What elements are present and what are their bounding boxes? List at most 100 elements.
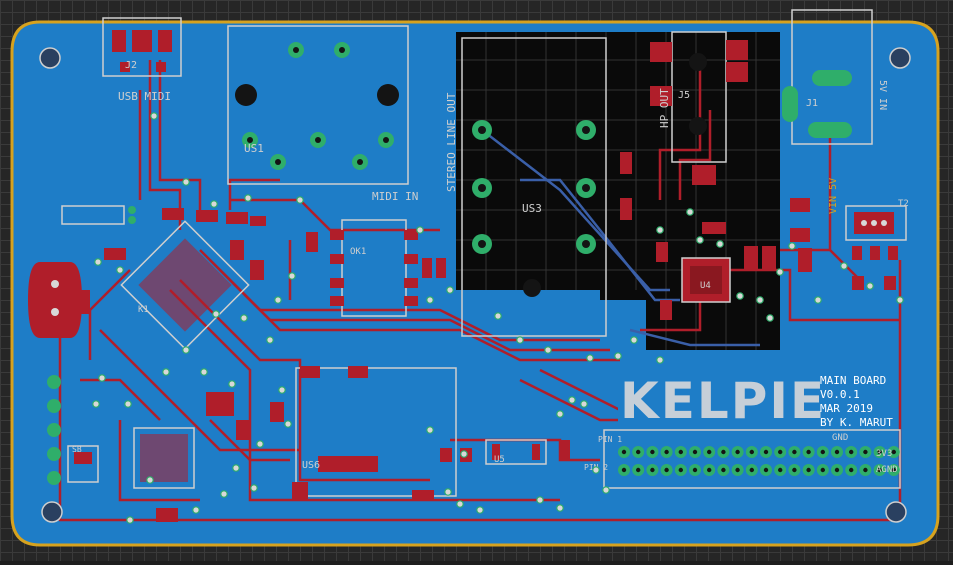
header-pin-hole (664, 467, 669, 473)
via (192, 506, 200, 514)
codec-u4[interactable] (681, 257, 731, 303)
via (256, 440, 264, 448)
crystal-k1[interactable] (28, 262, 82, 338)
gpio-pin-header[interactable] (603, 429, 901, 489)
header-pin-hole (721, 449, 726, 455)
header-pin-hole (678, 467, 683, 473)
via (444, 488, 452, 496)
stereo-line-out-label: STEREO LINE OUT (445, 92, 458, 192)
agnd-label: AGND (876, 465, 898, 475)
header-pin-hole (778, 449, 783, 455)
header-pin-hole (763, 467, 769, 473)
vias (92, 112, 904, 524)
optocoupler-ok1[interactable] (330, 219, 418, 317)
via (602, 486, 610, 494)
via (656, 226, 664, 234)
header-pin-hole (707, 449, 712, 455)
hp-out-label: HP OUT (658, 88, 671, 128)
via (456, 500, 464, 508)
via (614, 352, 622, 360)
v33-label: 3V3 (876, 449, 892, 459)
switch-sb[interactable] (67, 445, 99, 483)
header-pin-hole (664, 449, 669, 455)
via (182, 178, 190, 186)
j5-label: J5 (678, 90, 690, 101)
dc-power-jack[interactable] (782, 9, 873, 145)
vin-rail-label: VIN 5V (828, 178, 839, 214)
via (182, 346, 190, 354)
header-pin-hole (877, 449, 882, 455)
via (696, 236, 704, 244)
header-pin-hole (849, 449, 854, 455)
via (656, 356, 664, 364)
via (116, 266, 124, 274)
component-top-left[interactable] (61, 205, 136, 225)
sd-module-us6[interactable] (292, 366, 457, 500)
board-info-line1: MAIN BOARD (820, 374, 886, 387)
header-pin-hole (650, 467, 655, 473)
hp-out-connector[interactable] (650, 31, 748, 185)
header-pin-hole (792, 449, 797, 455)
header-pin-hole (707, 467, 712, 473)
ic-bottom-left[interactable] (133, 427, 195, 489)
via (274, 296, 282, 304)
via (544, 346, 552, 354)
us3-label: US3 (522, 202, 542, 215)
usb-midi-label: USB MIDI (118, 90, 171, 103)
header-pin-hole (834, 467, 840, 473)
via (476, 506, 484, 514)
header-pin-hole (806, 467, 811, 473)
board-info-line4: BY K. MARUT (820, 416, 893, 429)
via (284, 420, 292, 428)
header-pins[interactable] (618, 446, 900, 476)
via (162, 368, 170, 376)
via (416, 226, 424, 234)
test-pads-left[interactable] (47, 375, 61, 485)
via (426, 296, 434, 304)
header-pin-hole (678, 449, 683, 455)
via (210, 200, 218, 208)
via (426, 426, 434, 434)
j2-label: J2 (125, 60, 137, 71)
header-pin-hole (621, 467, 627, 473)
via (716, 240, 724, 248)
smd-components[interactable] (78, 152, 896, 522)
via (460, 450, 468, 458)
via (840, 262, 848, 270)
via (200, 368, 208, 376)
via (240, 314, 248, 322)
usb-midi-connector[interactable] (102, 17, 182, 77)
k1-label: K1 (138, 305, 149, 315)
via (288, 272, 296, 280)
midi-in-connector[interactable] (227, 25, 409, 185)
t2-label: T2 (898, 199, 909, 209)
header-pin-hole (692, 467, 698, 473)
via (212, 310, 220, 318)
kelpie-logo: KELPIE (618, 372, 824, 430)
via (494, 312, 502, 320)
header-pin-hole (692, 449, 698, 455)
ic-u5[interactable] (485, 439, 547, 465)
u4-label: U4 (700, 281, 711, 291)
us6-label: US6 (302, 460, 320, 471)
via (124, 400, 132, 408)
via (630, 336, 638, 344)
via (592, 466, 600, 474)
via (228, 380, 236, 388)
via (788, 242, 796, 250)
header-pin-hole (735, 449, 740, 455)
via (244, 194, 252, 202)
header-pin-hole (849, 467, 854, 473)
via (296, 196, 304, 204)
header-pin-hole (792, 467, 797, 473)
via (98, 374, 106, 382)
stereo-line-out-connector[interactable] (461, 37, 607, 337)
via (266, 336, 274, 344)
midi-in-label: MIDI IN (372, 190, 418, 203)
header-pin-hole (621, 449, 627, 455)
j1-label: J1 (806, 98, 818, 109)
regulator-t2[interactable] (845, 205, 907, 260)
via (150, 112, 158, 120)
